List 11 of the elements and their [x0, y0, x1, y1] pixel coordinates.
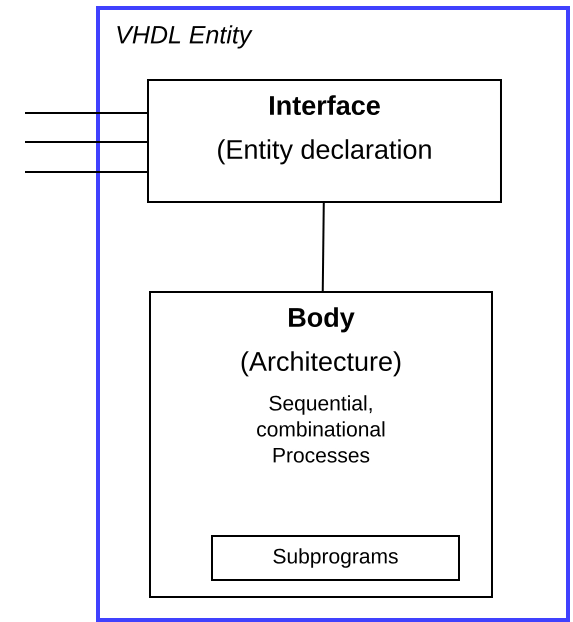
connector-line	[25, 171, 147, 173]
box-subtitle: (Architecture)	[242, 351, 400, 376]
box-text: Sequential, combinational Processes	[257, 395, 384, 463]
subprograms-box: Subprograms	[211, 535, 460, 581]
connector-line	[322, 203, 325, 292]
box-heading: Interface	[270, 95, 380, 116]
connector-line	[25, 112, 147, 114]
connector-line	[25, 141, 147, 143]
box-heading: Body	[289, 307, 355, 332]
frame-title: VHDL Entity	[117, 25, 253, 49]
box-subtitle: (Entity declaration	[218, 139, 431, 164]
